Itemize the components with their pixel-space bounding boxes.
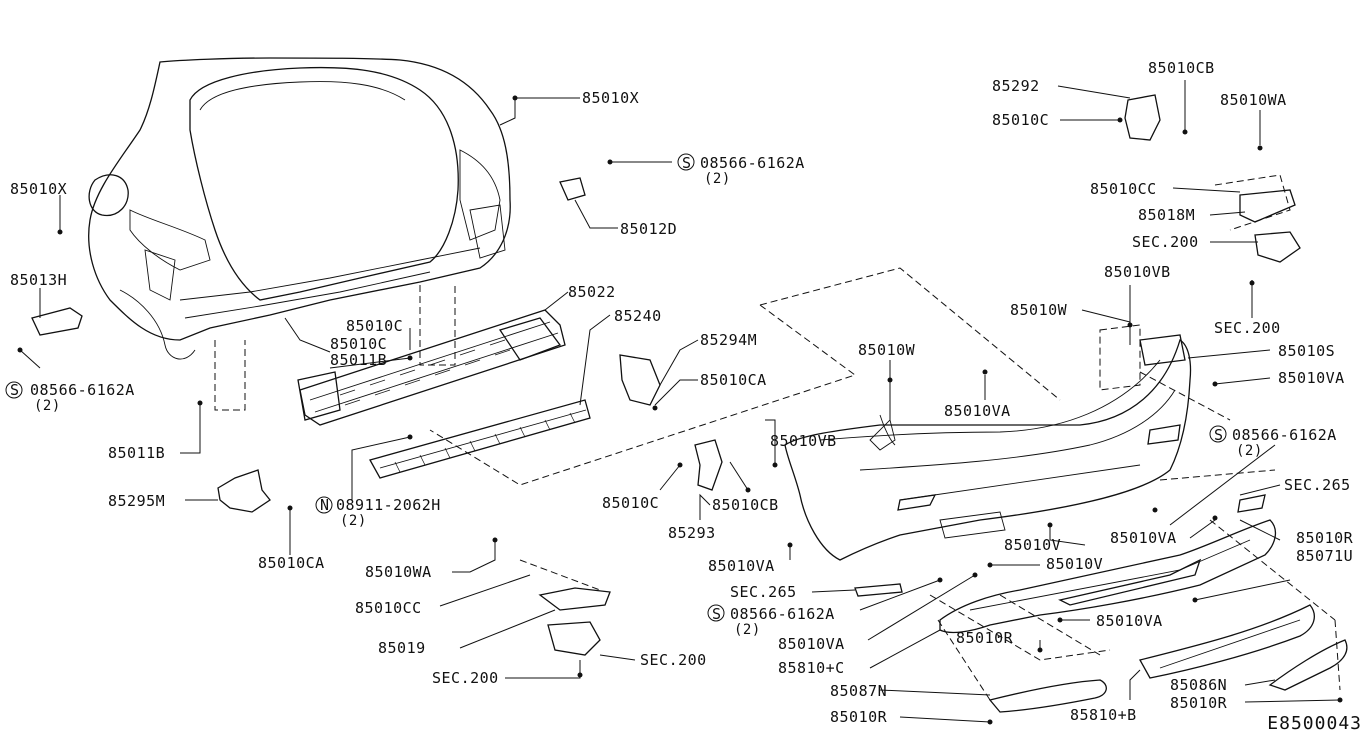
brackets — [31, 94, 1301, 656]
label-85810B: 85810+B — [1070, 706, 1137, 724]
label-85019: 85019 — [378, 639, 426, 657]
label-sec200-right-b: SEC.200 — [1214, 319, 1281, 337]
label-85010C-right: 85010C — [992, 111, 1050, 129]
screw-symbol-s-left: S — [10, 381, 20, 399]
label-bolt-right-qty: (2) — [1236, 443, 1263, 459]
label-85010VA-bottom: 85010VA — [1096, 612, 1163, 630]
label-85010CA-bottom: 85010CA — [258, 554, 325, 572]
label-85010VB-left: 85010VB — [770, 432, 837, 450]
label-85293: 85293 — [668, 524, 716, 542]
label-85010VA-r2: 85010VA — [1110, 529, 1177, 547]
label-85294M: 85294M — [700, 331, 758, 349]
label-sec200-right-a: SEC.200 — [1132, 233, 1199, 251]
label-85010X-top: 85010X — [582, 89, 640, 107]
label-85013H: 85013H — [10, 271, 68, 289]
label-bolt-right: 08566-6162A — [1232, 426, 1337, 444]
label-bolt-left-qty: (2) — [34, 398, 61, 414]
lower-valance — [939, 519, 1277, 634]
label-85010W-center: 85010W — [858, 341, 916, 359]
label-85010CC-left: 85010CC — [355, 599, 422, 617]
label-85010CC-right: 85010CC — [1090, 180, 1157, 198]
label-bolt-top: 08566-6162A — [700, 154, 805, 172]
label-85295M: 85295M — [108, 492, 166, 510]
label-sec200-left-a: SEC.200 — [640, 651, 707, 669]
label-sec200-left-b: SEC.200 — [432, 669, 499, 687]
label-85010C-lower: 85010C — [602, 494, 660, 512]
label-85010C-center2: 85010C — [330, 335, 388, 353]
circled-symbols — [5, 153, 1227, 622]
label-85010C-center: 85010C — [346, 317, 404, 335]
label-85010CB-top: 85010CB — [1148, 59, 1215, 77]
label-85010VA-r3: 85010VA — [778, 635, 845, 653]
label-85018M: 85018M — [1138, 206, 1196, 224]
label-85010V-a: 85010V — [1004, 536, 1062, 554]
label-bolt-top-qty: (2) — [704, 171, 731, 187]
label-85010W-right: 85010W — [1010, 301, 1068, 319]
screw-symbol-s-bottom: S — [712, 605, 722, 623]
label-85010R-r2: 85010R — [1170, 694, 1228, 712]
label-85010VA-r1: 85010VA — [1278, 369, 1345, 387]
label-bolt-bottom-qty: (2) — [734, 622, 761, 638]
lower-trims — [988, 604, 1348, 713]
label-85010S: 85010S — [1278, 342, 1336, 360]
label-nut-qty: (2) — [340, 513, 367, 529]
label-sec265-right: SEC.265 — [1284, 476, 1351, 494]
rear-body-shell — [88, 57, 511, 360]
label-85010VA-center: 85010VA — [944, 402, 1011, 420]
label-85810C: 85810+C — [778, 659, 845, 677]
label-85010WA-right: 85010WA — [1220, 91, 1287, 109]
bumper-fascia — [784, 338, 1192, 561]
screw-symbol-s-top: S — [682, 154, 692, 172]
label-85071U: 85071U — [1296, 547, 1354, 565]
label-85010VA-left: 85010VA — [708, 557, 775, 575]
label-85240: 85240 — [614, 307, 662, 325]
label-85086N: 85086N — [1170, 676, 1228, 694]
label-sec265-center: SEC.265 — [730, 583, 797, 601]
label-85087N: 85087N — [830, 682, 888, 700]
label-85010CA-center: 85010CA — [700, 371, 767, 389]
label-85010WA-left: 85010WA — [365, 563, 432, 581]
label-85010R-r1: 85010R — [1296, 529, 1354, 547]
label-bolt-left: 08566-6162A — [30, 381, 135, 399]
diagram-code: E8500043 — [1267, 713, 1362, 734]
label-85010X-left: 85010X — [10, 180, 68, 198]
label-85011B-left: 85011B — [108, 444, 166, 462]
screw-symbol-s-right: S — [1214, 426, 1224, 444]
label-nut: 08911-2062H — [336, 496, 441, 514]
label-85010R-center: 85010R — [956, 629, 1014, 647]
label-85010CB-lower: 85010CB — [712, 496, 779, 514]
label-85012D: 85012D — [620, 220, 678, 238]
label-85010VB-top: 85010VB — [1104, 263, 1171, 281]
nut-symbol-n: N — [320, 496, 330, 514]
label-85022: 85022 — [568, 283, 616, 301]
energy-absorber — [369, 399, 591, 479]
label-85010R-bottom: 85010R — [830, 708, 888, 726]
leader-lines — [19, 80, 1341, 723]
label-85292: 85292 — [992, 77, 1040, 95]
label-85010V-b: 85010V — [1046, 555, 1104, 573]
fasteners — [17, 95, 1343, 725]
label-bolt-bottom: 08566-6162A — [730, 605, 835, 623]
label-85011B-center: 85011B — [330, 351, 388, 369]
